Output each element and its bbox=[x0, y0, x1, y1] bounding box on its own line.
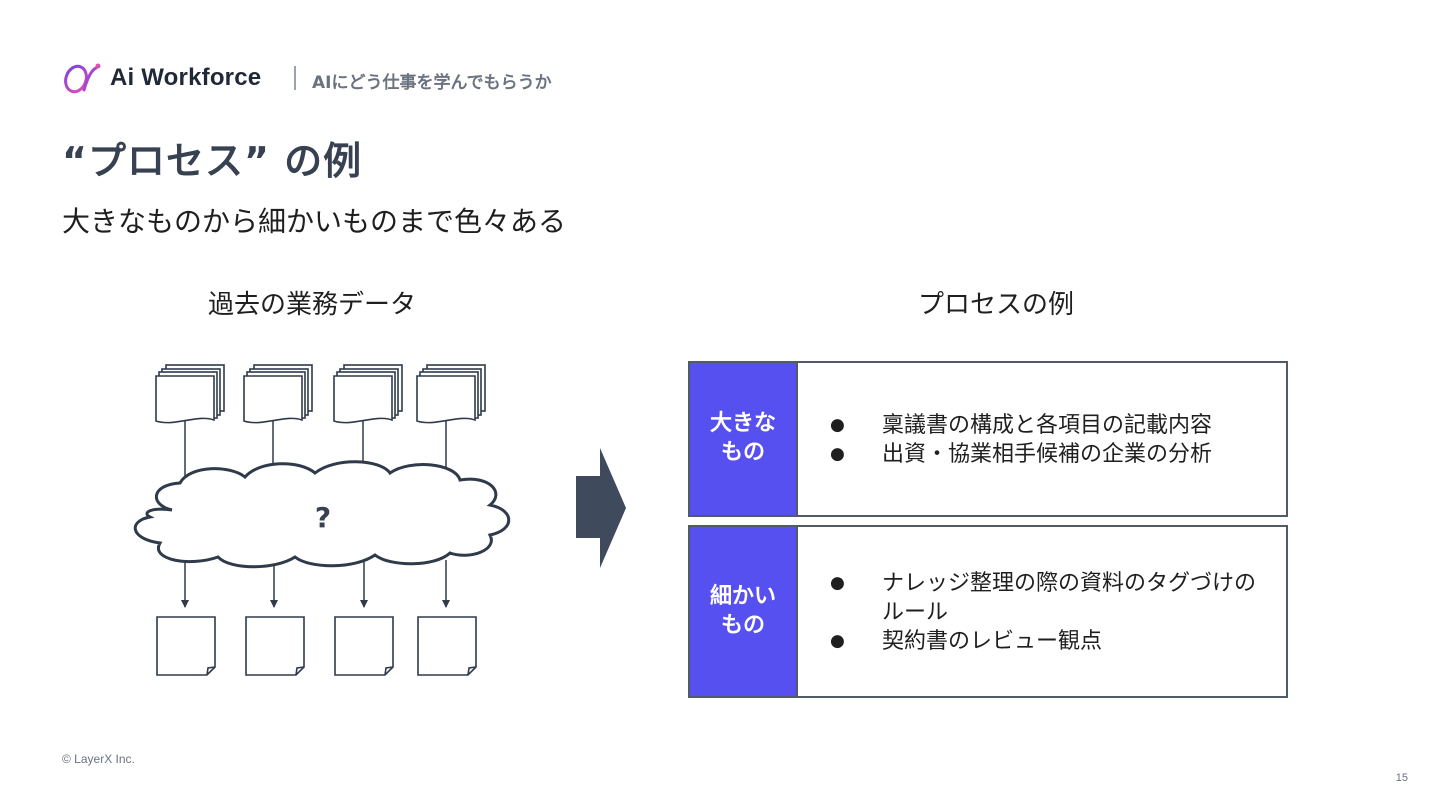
copyright: © LayerX Inc. bbox=[62, 752, 135, 766]
list-item: ナレッジ整理の際の資料のタグづけのルール bbox=[830, 569, 1272, 627]
output-document-icon-1 bbox=[156, 616, 216, 676]
output-document-icon-4 bbox=[417, 616, 477, 676]
example-list: ナレッジ整理の際の資料のタグづけのルール 契約書のレビュー観点 bbox=[830, 569, 1272, 656]
document-stack-icon-3 bbox=[333, 364, 403, 424]
slide-title: “プロセス” の例 bbox=[62, 139, 363, 183]
brand-name: Ai Workforce bbox=[110, 64, 262, 91]
example-list: 稟議書の構成と各項目の記載内容 出資・協業相手候補の企業の分析 bbox=[830, 411, 1272, 469]
page-number: 15 bbox=[1395, 772, 1408, 784]
document-stack-icon-1 bbox=[155, 364, 225, 424]
example-row-label: 細かい もの bbox=[690, 527, 798, 696]
list-item: 契約書のレビュー観点 bbox=[830, 627, 1272, 656]
output-document-icons bbox=[156, 616, 477, 676]
cloud-shape bbox=[133, 460, 511, 569]
left-column-heading: 過去の業務データ bbox=[208, 290, 417, 320]
header-subtitle: AIにどう仕事を学んでもらうか bbox=[312, 73, 552, 93]
slide-subtitle: 大きなものから細かいものまで色々ある bbox=[62, 205, 567, 238]
document-stack-icon-2 bbox=[243, 364, 313, 424]
example-row-large: 大きな もの 稟議書の構成と各項目の記載内容 出資・協業相手候補の企業の分析 bbox=[688, 361, 1288, 517]
document-stack-icon-4 bbox=[416, 364, 486, 424]
output-document-icon-3 bbox=[334, 616, 394, 676]
business-data-diagram: ? bbox=[133, 364, 511, 676]
ai-workforce-logo-icon bbox=[64, 63, 101, 94]
right-column-heading: プロセスの例 bbox=[918, 290, 1075, 320]
list-item: 出資・協業相手候補の企業の分析 bbox=[830, 440, 1272, 469]
cloud-question-mark: ? bbox=[315, 501, 331, 534]
example-row-small: 細かい もの ナレッジ整理の際の資料のタグづけのルール 契約書のレビュー観点 bbox=[688, 525, 1288, 698]
example-row-label: 大きな もの bbox=[690, 363, 798, 515]
document-stack-icons bbox=[155, 364, 486, 424]
right-arrow-icon bbox=[576, 448, 626, 568]
output-document-icon-2 bbox=[245, 616, 305, 676]
list-item: 稟議書の構成と各項目の記載内容 bbox=[830, 411, 1272, 440]
header-divider bbox=[294, 66, 296, 90]
